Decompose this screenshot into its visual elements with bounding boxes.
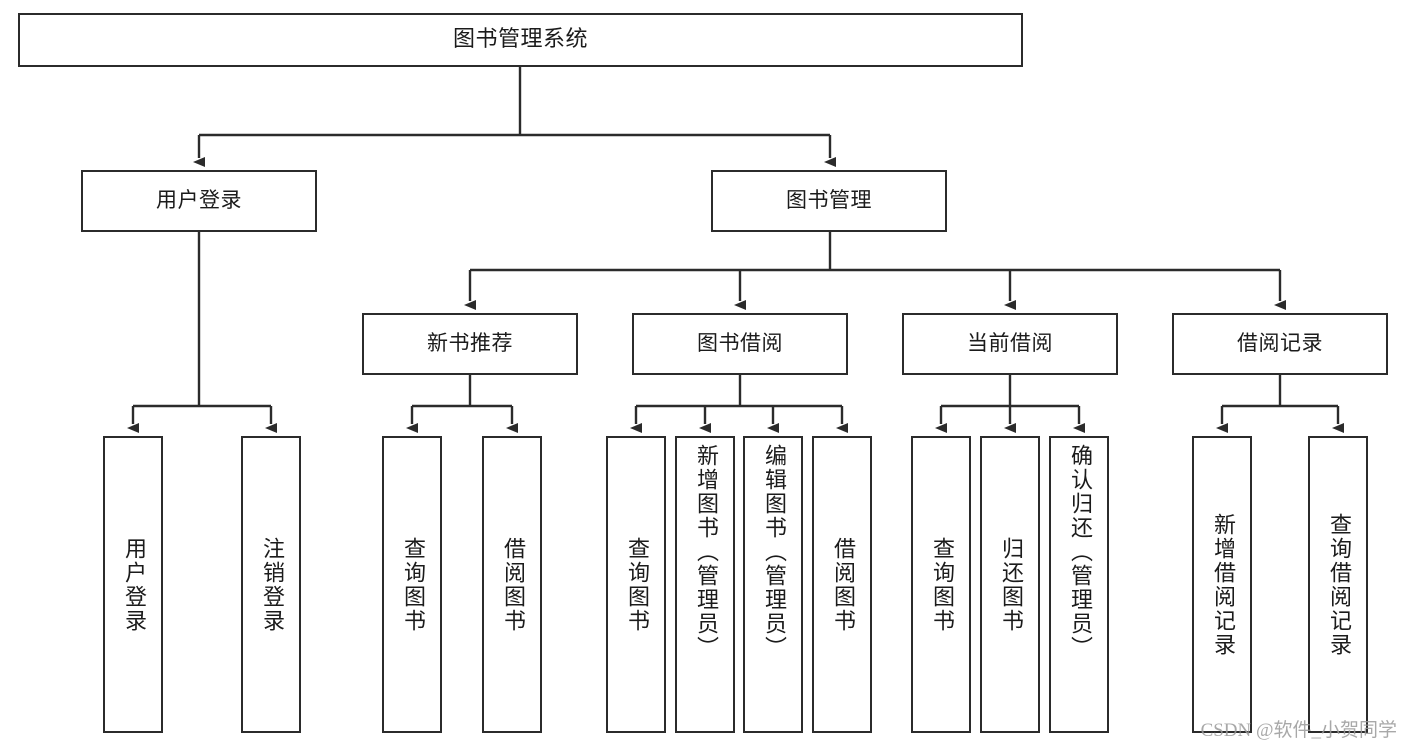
node-label: 图书管理 <box>786 188 872 213</box>
leaf-label: 借阅图书 <box>829 536 855 633</box>
node-root-book-management-system[interactable]: 图书管理系统 <box>18 13 1023 67</box>
node-label: 图书借阅 <box>697 331 783 356</box>
leaf-new-book-borrow-book[interactable]: 借阅图书 <box>482 436 542 733</box>
node-label: 图书管理系统 <box>452 26 588 52</box>
leaf-book-borrow-query-book[interactable]: 查询图书 <box>606 436 666 733</box>
node-user-login[interactable]: 用户登录 <box>81 170 317 232</box>
node-book-borrow[interactable]: 图书借阅 <box>632 313 848 375</box>
leaf-book-borrow-borrow-book[interactable]: 借阅图书 <box>812 436 872 733</box>
node-current-borrow[interactable]: 当前借阅 <box>902 313 1118 375</box>
leaf-label: 确认归还（管理员） <box>1066 444 1092 660</box>
node-label: 用户登录 <box>156 188 242 213</box>
node-label: 新书推荐 <box>427 331 513 356</box>
leaf-label: 编辑图书（管理员） <box>760 444 786 660</box>
leaf-label: 查询图书 <box>399 536 425 633</box>
leaf-label: 用户登录 <box>120 536 146 633</box>
leaf-label: 查询图书 <box>928 536 954 633</box>
leaf-label: 新增借阅记录 <box>1209 512 1235 657</box>
leaf-current-borrow-return-book[interactable]: 归还图书 <box>980 436 1040 733</box>
node-book-management[interactable]: 图书管理 <box>711 170 947 232</box>
leaf-label: 查询图书 <box>623 536 649 633</box>
leaf-book-borrow-add-book-admin[interactable]: 新增图书（管理员） <box>675 436 735 733</box>
node-label: 当前借阅 <box>967 331 1053 356</box>
leaf-borrow-records-query-record[interactable]: 查询借阅记录 <box>1308 436 1368 733</box>
leaf-borrow-records-add-record[interactable]: 新增借阅记录 <box>1192 436 1252 733</box>
leaf-new-book-query-book[interactable]: 查询图书 <box>382 436 442 733</box>
leaf-label: 借阅图书 <box>499 536 525 633</box>
leaf-label: 新增图书（管理员） <box>692 444 718 660</box>
leaf-user-login-logout[interactable]: 注销登录 <box>241 436 301 733</box>
leaf-user-login-login[interactable]: 用户登录 <box>103 436 163 733</box>
leaf-label: 查询借阅记录 <box>1325 512 1351 657</box>
node-borrow-records[interactable]: 借阅记录 <box>1172 313 1388 375</box>
node-label: 借阅记录 <box>1237 331 1323 356</box>
leaf-current-borrow-confirm-return-admin[interactable]: 确认归还（管理员） <box>1049 436 1109 733</box>
leaf-label: 注销登录 <box>258 536 284 633</box>
leaf-label: 归还图书 <box>997 536 1023 633</box>
node-new-book-recommend[interactable]: 新书推荐 <box>362 313 578 375</box>
watermark-text: CSDN @软件_小贺同学 <box>1200 720 1397 741</box>
leaf-book-borrow-edit-book-admin[interactable]: 编辑图书（管理员） <box>743 436 803 733</box>
leaf-current-borrow-query-book[interactable]: 查询图书 <box>911 436 971 733</box>
